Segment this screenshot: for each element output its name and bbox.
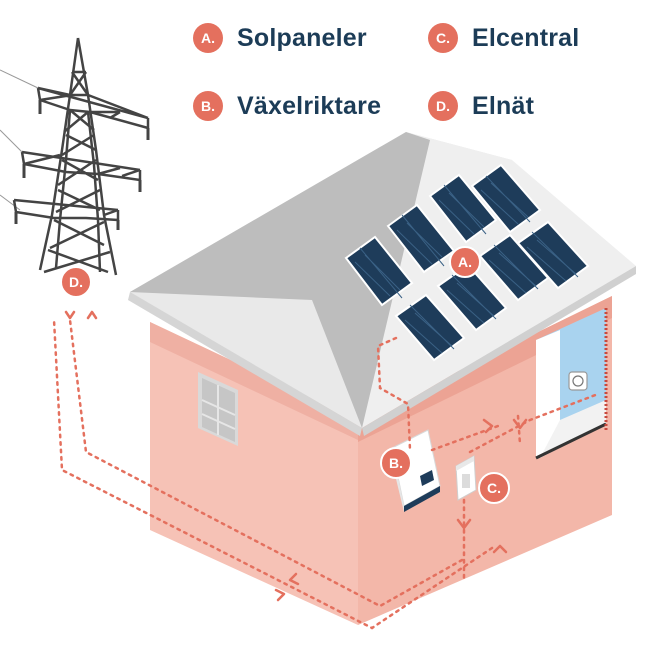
legend-label-grid: Elnät (472, 91, 535, 120)
power-pylon-icon (0, 37, 150, 276)
marker-power-grid: D. (60, 266, 92, 298)
legend-label-solar-panels: Solpaneler (237, 23, 367, 52)
legend-label-electrical-panel: Elcentral (472, 23, 580, 52)
marker-inverter: B. (380, 447, 412, 479)
legend-badge-a: A. (193, 23, 223, 53)
legend-item-electrical-panel: C. Elcentral (428, 23, 579, 53)
legend-item-grid: D. Elnät (428, 91, 534, 121)
solar-panels (344, 163, 590, 362)
legend-badge-b: B. (193, 91, 223, 121)
garage-opening (535, 308, 608, 460)
legend-label-inverter: Växelriktare (237, 91, 382, 120)
legend-item-inverter: B. Växelriktare (193, 91, 381, 121)
legend-item-solar-panels: A. Solpaneler (193, 23, 367, 53)
marker-solar-panels: A. (449, 246, 481, 278)
flow-arrows (64, 310, 528, 602)
legend-badge-c: C. (428, 23, 458, 53)
house-window (198, 372, 238, 446)
marker-electrical-panel: C. (478, 472, 510, 504)
electrical-panel-device (455, 455, 477, 501)
energy-flow-paths (52, 318, 600, 630)
legend-badge-d: D. (428, 91, 458, 121)
wall-socket-icon (568, 371, 588, 391)
house (128, 132, 636, 625)
